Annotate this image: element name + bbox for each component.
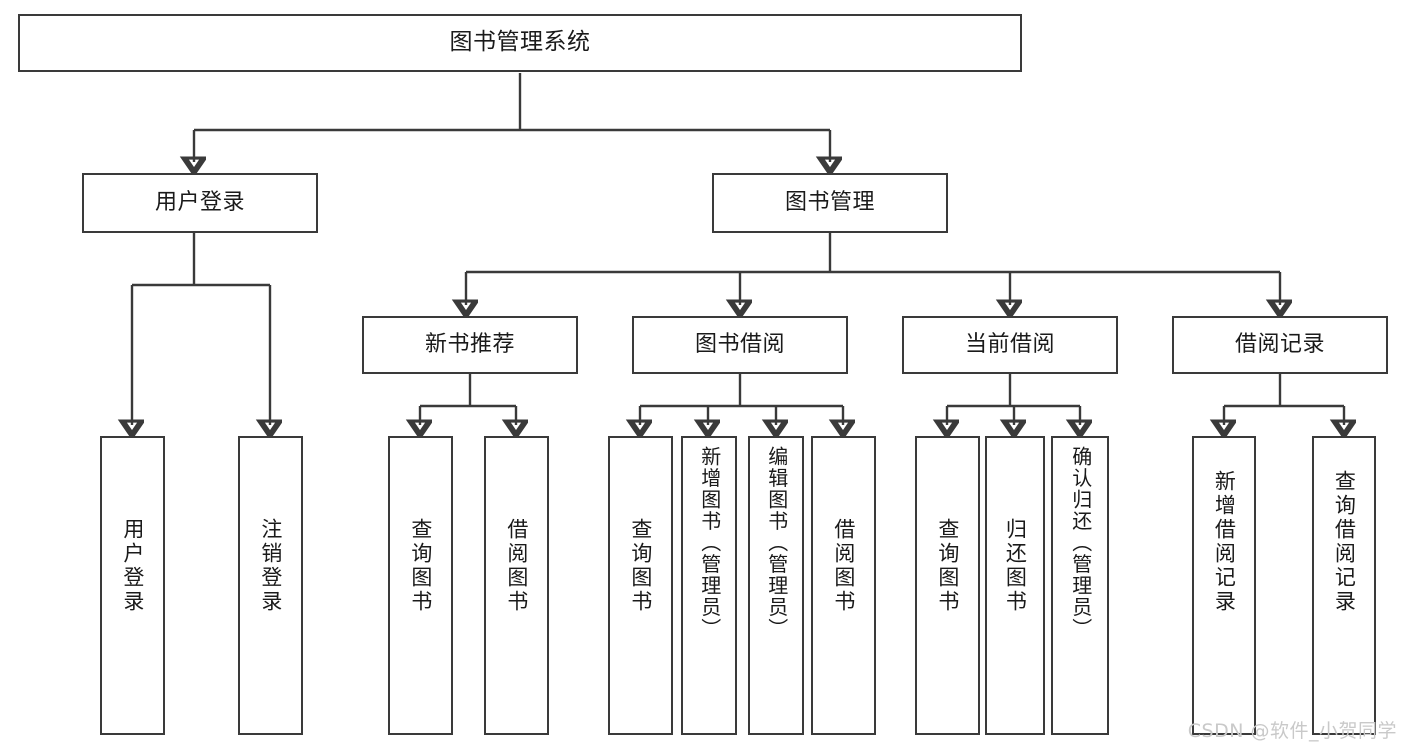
leaf-return-book-label: 归还图书 bbox=[1003, 518, 1028, 614]
leaf-query-book-current[interactable]: 查询图书 bbox=[915, 436, 980, 735]
leaf-add-borrow-record-label: 新增借阅记录 bbox=[1212, 470, 1237, 614]
node-book-borrow[interactable]: 图书借阅 bbox=[632, 316, 848, 374]
leaf-borrow-book-recommend[interactable]: 借阅图书 bbox=[484, 436, 549, 735]
node-borrow-record-label: 借阅记录 bbox=[1234, 331, 1325, 357]
leaf-query-book-recommend-label: 查询图书 bbox=[408, 518, 433, 614]
leaf-confirm-return-admin[interactable]: 确认归还（管理员） bbox=[1051, 436, 1109, 735]
node-user-login[interactable]: 用户登录 bbox=[82, 173, 318, 233]
leaf-return-book[interactable]: 归还图书 bbox=[985, 436, 1045, 735]
node-book-management[interactable]: 图书管理 bbox=[712, 173, 948, 233]
leaf-edit-book-admin[interactable]: 编辑图书（管理员） bbox=[748, 436, 804, 735]
node-new-book-recommend[interactable]: 新书推荐 bbox=[362, 316, 578, 374]
leaf-query-book-recommend[interactable]: 查询图书 bbox=[388, 436, 453, 735]
leaf-user-login-label: 用户登录 bbox=[120, 518, 145, 614]
leaf-add-borrow-record[interactable]: 新增借阅记录 bbox=[1192, 436, 1256, 735]
leaf-logout-label: 注销登录 bbox=[258, 518, 283, 614]
node-book-management-label: 图书管理 bbox=[784, 189, 875, 215]
leaf-borrow-book-label: 借阅图书 bbox=[831, 518, 856, 614]
leaf-logout[interactable]: 注销登录 bbox=[238, 436, 303, 735]
leaf-query-book-borrow-label: 查询图书 bbox=[628, 518, 653, 614]
node-user-login-label: 用户登录 bbox=[154, 189, 245, 215]
node-root-label: 图书管理系统 bbox=[449, 29, 591, 56]
node-book-borrow-label: 图书借阅 bbox=[694, 331, 785, 357]
leaf-confirm-return-admin-label: 确认归还（管理员） bbox=[1068, 446, 1093, 640]
leaf-query-book-borrow[interactable]: 查询图书 bbox=[608, 436, 673, 735]
node-borrow-record[interactable]: 借阅记录 bbox=[1172, 316, 1388, 374]
leaf-edit-book-admin-label: 编辑图书（管理员） bbox=[764, 446, 789, 640]
leaf-query-book-current-label: 查询图书 bbox=[935, 518, 960, 614]
leaf-borrow-book-recommend-label: 借阅图书 bbox=[504, 518, 529, 614]
node-current-borrow[interactable]: 当前借阅 bbox=[902, 316, 1118, 374]
leaf-query-borrow-record[interactable]: 查询借阅记录 bbox=[1312, 436, 1376, 735]
leaf-add-book-admin-label: 新增图书（管理员） bbox=[697, 446, 722, 640]
node-root[interactable]: 图书管理系统 bbox=[18, 14, 1022, 72]
node-current-borrow-label: 当前借阅 bbox=[964, 331, 1055, 357]
leaf-add-book-admin[interactable]: 新增图书（管理员） bbox=[681, 436, 737, 735]
csdn-watermark: CSDN @软件_小贺同学 bbox=[1187, 720, 1397, 742]
leaf-borrow-book[interactable]: 借阅图书 bbox=[811, 436, 876, 735]
node-new-book-recommend-label: 新书推荐 bbox=[424, 331, 515, 357]
leaf-query-borrow-record-label: 查询借阅记录 bbox=[1332, 470, 1357, 614]
leaf-user-login[interactable]: 用户登录 bbox=[100, 436, 165, 735]
